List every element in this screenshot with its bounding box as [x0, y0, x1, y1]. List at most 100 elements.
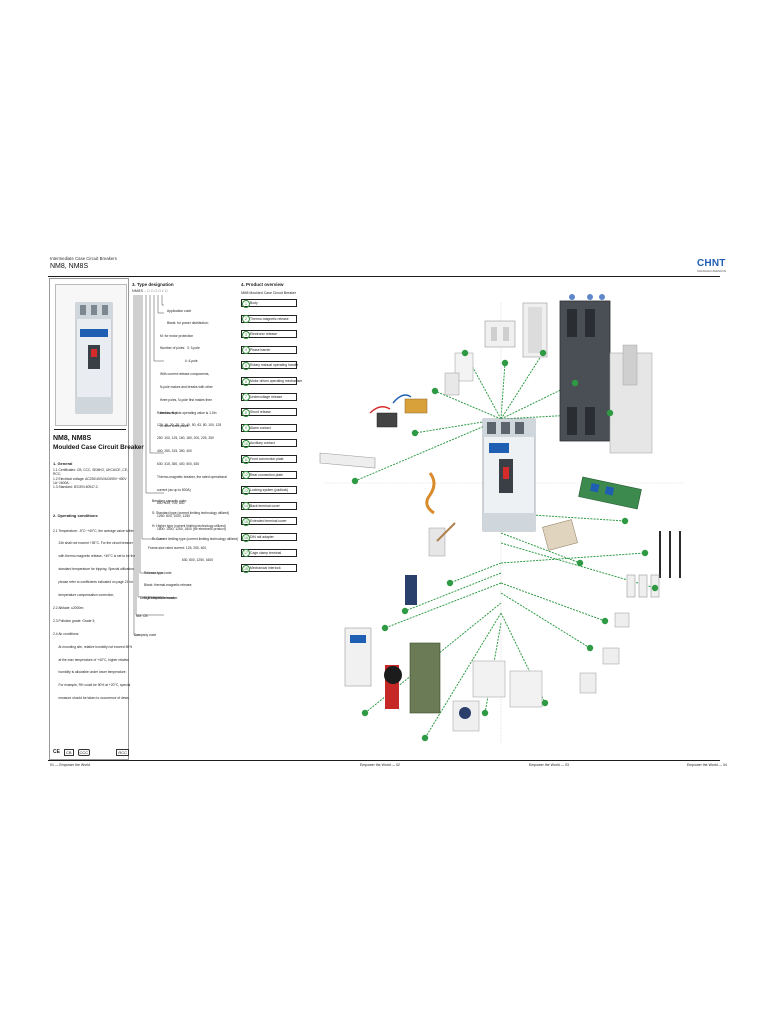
exploded-accessories-diagram	[319, 294, 685, 743]
callout-marker	[401, 607, 409, 615]
cb-mark-icon: CB	[63, 748, 74, 756]
phase-barrier-top	[484, 320, 516, 348]
type-items-group-1: Application code Blank: for power distri…	[167, 300, 239, 330]
conditions-line: humidity is allowable under lower temper…	[53, 670, 127, 675]
overview-item-box	[241, 564, 297, 573]
overview-item-label: Locking system (padlock)	[250, 488, 289, 493]
alarm-contact	[425, 472, 436, 515]
overview-item-box	[241, 517, 297, 526]
extended-terminal-cover	[522, 302, 548, 358]
type-item: Release type code:	[144, 570, 173, 575]
terminal-bracket	[542, 519, 578, 551]
type-item: 250: 100, 125, 160, 180, 200, 225, 250	[157, 436, 214, 441]
type-item: 4: 4-pole	[160, 359, 198, 364]
overview-item-label: Undervoltage release	[250, 394, 283, 399]
conditions-text: 2.1 Temperature: -5°C~+40°C, the average…	[53, 520, 136, 709]
overview-item-label: Rear connection plate	[250, 472, 283, 477]
type-item: Number of poles: 3: 3-pole	[160, 346, 200, 351]
overview-item-number: 6	[242, 377, 250, 386]
type-item: R: Current limiting type (current limiti…	[152, 537, 239, 542]
general-line: 1.2 Electrical voltage: AC230/400V/AC690…	[53, 476, 127, 481]
ccc-mark-icon: CCC	[77, 748, 91, 756]
overview-item-label: Rotary manual operating handle	[250, 363, 299, 368]
type-items-group-3: Rated current: 125: 16, 20, 25, 32, 40, …	[157, 402, 237, 535]
type-items-group-6: Release type code: Blank: thermal-magnet…	[144, 562, 234, 605]
overview-item-number: 10	[242, 439, 250, 448]
overview-item-box	[241, 423, 297, 432]
overview-item-number: 17	[242, 549, 250, 558]
overview-item-box	[241, 548, 297, 557]
product-overview-subheading: NM8 Moulded Case Circuit Breaker	[241, 291, 297, 295]
conditions-line: with thermo-magnetic release, +40°C is s…	[53, 554, 136, 559]
conditions-line: 2.3 Pollution grade: Grade 3;	[53, 618, 96, 623]
overview-item-box	[241, 377, 297, 385]
breaker-illustration	[75, 302, 113, 414]
overview-item-box	[241, 361, 297, 370]
type-item-design: Design sequence number	[140, 596, 178, 600]
left-panel-divider	[54, 429, 126, 430]
type-code: NM8S - □ □ □ □ / □	[132, 289, 168, 293]
overview-item-number: 14	[242, 502, 250, 511]
rotary-manual-handle	[452, 700, 480, 732]
overview-item-label: Mechanical interlock	[250, 566, 281, 571]
footer-rule	[48, 760, 720, 761]
callout-marker	[411, 429, 419, 437]
overview-item-label: Body	[250, 301, 258, 305]
conditions-line: please refer to coefficients indicated o…	[53, 580, 134, 585]
callout-marker	[601, 617, 609, 625]
callout-marker	[501, 359, 509, 367]
type-item: S: Standard type (current limiting techn…	[152, 511, 230, 516]
type-item: E: Electronic release;	[144, 596, 176, 601]
brand-tagline: SHANGHAI ZHENGTAI	[697, 269, 727, 273]
overview-item-label: Auxiliary contact	[250, 441, 275, 446]
type-item: three poles, N-pole first makes then	[160, 398, 213, 403]
callouts	[351, 349, 659, 742]
callout-marker	[381, 624, 389, 632]
conditions-line: temperature compensation correction;	[53, 593, 115, 598]
callout-marker	[431, 387, 439, 395]
type-item: 1600: 1000, 1250, 1600 (for electronic p…	[157, 526, 226, 531]
callout-marker	[651, 584, 659, 592]
type-item: H: Higher type (current limiting technol…	[152, 524, 226, 529]
callout-marker	[351, 477, 359, 485]
type-item-company: Company code	[134, 633, 157, 637]
footer-page-4: Empower the World — 04	[687, 763, 728, 767]
overview-item-box	[241, 314, 297, 323]
footer-page-3: Empower the World — 03	[529, 763, 570, 767]
overview-item-number: 12	[242, 471, 250, 480]
conditions-line: 2.2 Altitude: ≤2000m;	[53, 605, 84, 610]
overview-item-box	[241, 470, 297, 479]
overview-item-number: 4	[242, 346, 250, 355]
conditions-line: At mounting site, relative humidity not …	[53, 644, 133, 649]
overview-item-label: Phase barrier	[250, 347, 271, 352]
type-item: With current release components,	[160, 372, 210, 377]
overview-item-box	[241, 330, 297, 339]
overview-item-number: 9	[242, 424, 250, 433]
product-title-2: Moulded Case Circuit Breaker	[53, 444, 144, 451]
locking-system	[384, 642, 441, 714]
type-item: of other three poles	[160, 423, 189, 428]
conditions-line: standard temperature for tripping. Speci…	[53, 567, 135, 572]
type-designation-brackets	[133, 295, 164, 636]
callout-marker	[421, 734, 429, 742]
callout-marker	[461, 349, 469, 357]
cert-marks: CE CB CCC RCC	[53, 747, 129, 757]
overview-item-number: 15	[242, 517, 250, 526]
callout-marker	[361, 709, 369, 717]
type-items-group-4: Breaking capacity code: S: Standard type…	[152, 490, 239, 546]
type-item: Blank: thermal-magnetic release;	[144, 583, 193, 588]
mechanical-interlock	[319, 452, 376, 469]
overview-item-number: 3	[242, 330, 250, 339]
conditions-line: 2.1 Temperature: -5°C~+40°C, the average…	[53, 528, 135, 533]
